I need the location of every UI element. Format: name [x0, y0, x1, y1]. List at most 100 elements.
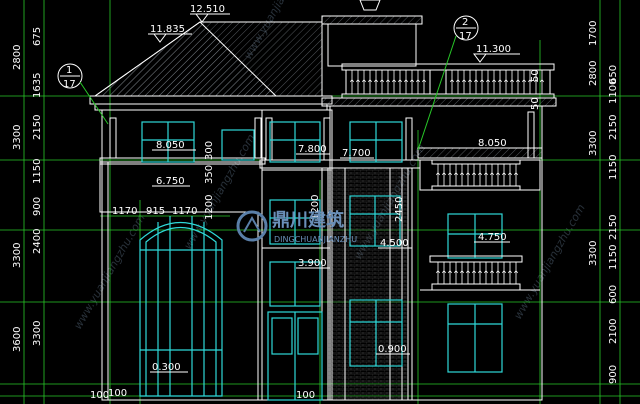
baluster [502, 262, 506, 284]
level-3900: 3.900 [296, 258, 330, 269]
dimension-label: 900 [608, 365, 619, 384]
baluster [410, 70, 414, 94]
baluster [486, 70, 490, 94]
level-11300: 11.300 [473, 44, 520, 63]
baluster [356, 70, 360, 94]
dimension-label: 2100 [608, 319, 619, 344]
baluster [454, 164, 458, 186]
dimension-label: 2400 [32, 229, 43, 254]
svg-text:0.900: 0.900 [378, 344, 407, 355]
dimension-label: 1100 [608, 79, 619, 104]
dimension-label: 100 [108, 388, 127, 399]
dimension-label: 650 [608, 65, 619, 84]
dimension-label: 100 [296, 390, 315, 401]
baluster [484, 262, 488, 284]
dimension-label: 350 [204, 165, 215, 184]
baluster [462, 70, 466, 94]
level-markers: 12.510 11.835 11.300 8.050 8.050 7.800 7… [148, 4, 520, 373]
dimension-labels: 2800330033003600675163521501150900240033… [12, 21, 619, 401]
baluster [516, 70, 520, 94]
baluster [474, 70, 478, 94]
dimension-label: 1170 [172, 206, 197, 217]
stair-tower [321, 0, 423, 67]
windows [139, 121, 503, 401]
svg-text:11.835: 11.835 [150, 24, 185, 35]
level-11835: 11.835 [148, 24, 192, 43]
logo-en: DINGCHUANJIANZHU [274, 235, 357, 244]
dimension-label: 2450 [394, 197, 405, 222]
svg-text:8.050: 8.050 [478, 138, 507, 149]
dimension-label: 3300 [588, 131, 599, 156]
baluster [472, 262, 476, 284]
level-7700: 7.700 [340, 148, 374, 159]
baluster [460, 262, 464, 284]
svg-text:17: 17 [63, 79, 76, 90]
svg-text:17: 17 [459, 31, 472, 42]
svg-text:11.300: 11.300 [476, 44, 511, 55]
dimension-label: 3300 [12, 125, 23, 150]
baluster [350, 70, 354, 94]
svg-text:6.750: 6.750 [156, 176, 185, 187]
baluster [508, 262, 512, 284]
level-8050-left: 8.050 [152, 140, 196, 151]
dimension-label: 2150 [32, 115, 43, 140]
baluster [450, 70, 454, 94]
baluster [456, 70, 460, 94]
baluster [422, 70, 426, 94]
svg-text:7.700: 7.700 [342, 148, 371, 159]
baluster [492, 70, 496, 94]
dimension-label: 3300 [12, 243, 23, 268]
level-8050-right: 8.050 [476, 138, 520, 149]
dimension-label: 50 [530, 97, 541, 110]
axis-tag-2: 2 17 [417, 15, 479, 151]
dimension-label: 100 [90, 390, 109, 401]
dimension-label: 900 [32, 197, 43, 216]
level-4500: 4.500 [378, 238, 412, 249]
dimension-label: 915 [146, 206, 165, 217]
svg-text:4.750: 4.750 [478, 232, 507, 243]
level-0900: 0.900 [376, 344, 410, 355]
dimension-label: 1635 [32, 73, 43, 98]
svg-text:1: 1 [66, 65, 72, 76]
dimension-label: 1700 [588, 21, 599, 46]
columns [99, 111, 535, 401]
baluster [380, 70, 384, 94]
baluster [498, 70, 502, 94]
baluster [392, 70, 396, 94]
dimension-label: 3300 [32, 321, 43, 346]
dimension-label: 1200 [204, 195, 215, 220]
axis-tag-1: 1 17 [57, 63, 109, 125]
baluster [522, 70, 526, 94]
roof-balustrade [321, 63, 557, 107]
baluster [436, 164, 440, 186]
dimension-label: 675 [32, 27, 43, 46]
dimension-label: 2150 [608, 215, 619, 240]
baluster [528, 70, 532, 94]
baluster [540, 70, 544, 94]
dimension-label: 3600 [12, 327, 23, 352]
baluster [496, 262, 500, 284]
baluster [468, 70, 472, 94]
dimension-label: 600 [608, 285, 619, 304]
dimension-label: 50 [530, 69, 541, 82]
logo: 鼎川建筑 DINGCHUANJIANZHU [236, 209, 357, 244]
baluster [404, 70, 408, 94]
svg-text:0.300: 0.300 [152, 362, 181, 373]
baluster [448, 262, 452, 284]
svg-text:3.900: 3.900 [298, 258, 327, 269]
baluster [508, 164, 512, 186]
svg-text:2: 2 [462, 17, 468, 28]
baluster [466, 164, 470, 186]
svg-text:12.510: 12.510 [190, 4, 225, 15]
building-walls [99, 105, 543, 401]
baluster [502, 164, 506, 186]
dimension-label: 1200 [310, 195, 321, 220]
dimension-label: 2800 [588, 61, 599, 86]
baluster [534, 70, 538, 94]
level-12510: 12.510 [190, 4, 230, 23]
baluster [484, 164, 488, 186]
baluster [466, 262, 470, 284]
baluster [510, 70, 514, 94]
